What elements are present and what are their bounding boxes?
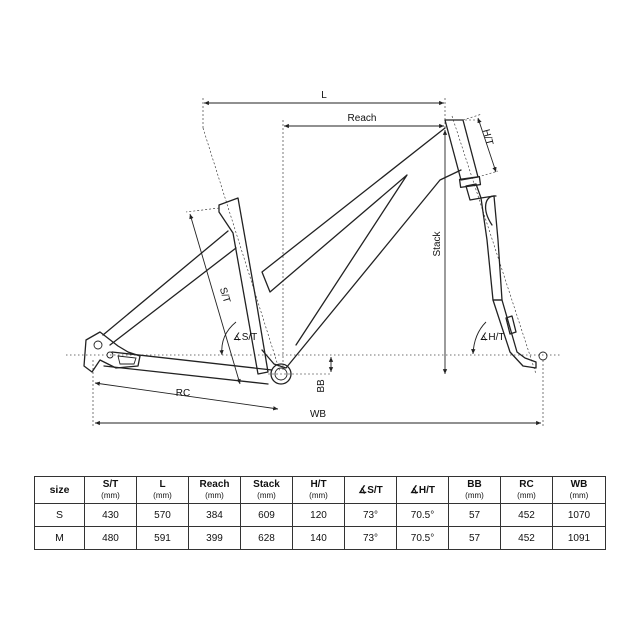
header-label: WB	[570, 479, 588, 490]
table-cell: 384	[188, 503, 241, 527]
reference-lines	[92, 98, 544, 427]
table-cell: 57	[448, 526, 501, 550]
header-unit: (mm)	[205, 491, 224, 500]
header-label: H/T	[310, 479, 327, 490]
dimension-labels: L Reach H/T Stack S/T ∡S/T ∡H/T BB RC WB	[176, 90, 505, 420]
table-header-cell: WB(mm)	[552, 476, 606, 504]
header-label: Stack	[253, 479, 280, 490]
label-l: L	[321, 90, 327, 101]
table-cell: 73°	[344, 526, 397, 550]
label-bb: BB	[316, 379, 327, 393]
table-cell: 480	[84, 526, 137, 550]
label-wb: WB	[310, 409, 326, 420]
header-unit: (mm)	[257, 491, 276, 500]
table-cell: 57	[448, 503, 501, 527]
table-cell: 591	[136, 526, 189, 550]
header-unit: (mm)	[309, 491, 328, 500]
header-label: RC	[519, 479, 534, 490]
table-header-cell: S/T(mm)	[84, 476, 137, 504]
header-label: Reach	[199, 479, 230, 490]
table-cell: 399	[188, 526, 241, 550]
frame	[83, 119, 548, 385]
bike-frame-diagram: L Reach H/T Stack S/T ∡S/T ∡H/T BB RC WB	[66, 90, 562, 427]
label-ht-angle: ∡H/T	[479, 332, 504, 343]
table-header-cell: Stack(mm)	[240, 476, 293, 504]
table-cell: 452	[500, 503, 553, 527]
table-cell: 1070	[552, 503, 606, 527]
table-cell: 1091	[552, 526, 606, 550]
fork	[465, 183, 548, 369]
table-cell: 70.5°	[396, 526, 449, 550]
table-header-cell: size	[34, 476, 85, 504]
label-ht: H/T	[480, 128, 495, 146]
table-cell: 430	[84, 503, 137, 527]
header-unit: (mm)	[569, 491, 589, 500]
dimension-lines	[94, 100, 541, 426]
table-cell: 452	[500, 526, 553, 550]
table-cell: 70.5°	[396, 503, 449, 527]
head-tube	[444, 119, 479, 181]
header-unit: (mm)	[153, 491, 172, 500]
header-unit: (mm)	[465, 491, 484, 500]
top-tube	[261, 127, 446, 346]
table-cell: 570	[136, 503, 189, 527]
header-label: S/T	[102, 479, 119, 490]
header-label: L	[159, 479, 166, 490]
table-header-cell: L(mm)	[136, 476, 189, 504]
seat-stay	[102, 230, 237, 346]
header-label: size	[49, 483, 70, 496]
rear-dropout	[83, 331, 141, 373]
table-cell: 609	[240, 503, 293, 527]
table-header-cell: ∡S/T	[344, 476, 397, 504]
size-cell: M	[34, 526, 85, 550]
table-cell: 120	[292, 503, 345, 527]
bottom-bracket	[270, 363, 292, 385]
table-header-cell: H/T(mm)	[292, 476, 345, 504]
table-header-cell: BB(mm)	[448, 476, 501, 504]
label-rc: RC	[176, 388, 190, 399]
table-cell: 628	[240, 526, 293, 550]
label-st-angle: ∡S/T	[233, 332, 258, 343]
table-cell: 140	[292, 526, 345, 550]
table-header-cell: RC(mm)	[500, 476, 553, 504]
table-cell: 73°	[344, 503, 397, 527]
header-unit: (mm)	[101, 491, 120, 500]
table-header-cell: ∡H/T	[396, 476, 449, 504]
header-unit: (mm)	[517, 491, 536, 500]
down-tube	[261, 169, 462, 369]
label-reach: Reach	[348, 113, 377, 124]
size-cell: S	[34, 503, 85, 527]
label-stack: Stack	[432, 230, 443, 256]
table-header-cell: Reach(mm)	[188, 476, 241, 504]
header-label: ∡H/T	[409, 484, 436, 496]
header-label: BB	[467, 479, 482, 490]
header-label: ∡S/T	[358, 484, 383, 496]
label-st: S/T	[217, 286, 232, 304]
